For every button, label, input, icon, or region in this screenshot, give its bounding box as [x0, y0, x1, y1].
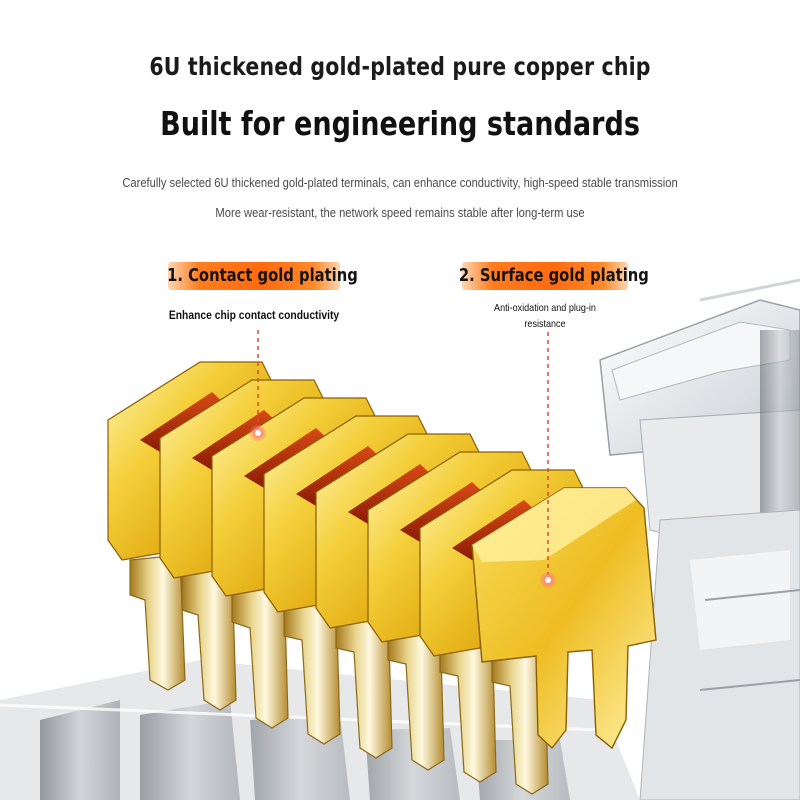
plastic-housing [599, 278, 800, 800]
contact-prongs [129, 554, 549, 795]
callout-2-description-line-1: Anti-oxidation and plug-in [494, 302, 596, 314]
description-line-2: More wear-resistant, the network speed r… [215, 205, 585, 220]
callout-2-title: 2. Surface gold plating [458, 265, 649, 286]
gold-contact-blades [107, 361, 657, 750]
callout-2-description-line-2: resistance [524, 318, 566, 330]
callout-2-description: Anti-oxidation and plug-in resistance [472, 300, 618, 332]
callout-1-description: Enhance chip contact conductivity [168, 308, 340, 322]
callout-2-highlight [462, 262, 628, 290]
feature-headline: Built for engineering standards [160, 104, 640, 143]
feature-title: 6U thickened gold-plated pure copper chi… [149, 52, 651, 81]
callout-1-highlight [168, 262, 340, 290]
description-line-1: Carefully selected 6U thickened gold-pla… [122, 175, 678, 190]
callout-1-title: 1. Contact gold plating [167, 265, 358, 286]
callout-leaders [249, 330, 557, 589]
